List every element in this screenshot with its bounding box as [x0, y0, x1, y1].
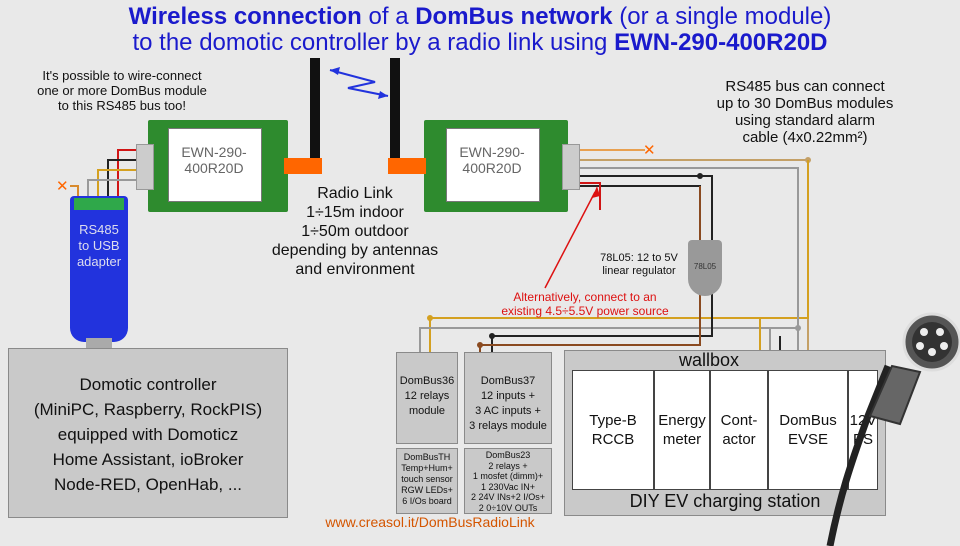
left-antenna — [310, 58, 320, 170]
controller-label: Domotic controller(MiniPC, Raspberry, Ro… — [33, 375, 263, 494]
wallbox-cell-dombus-evse: DomBus EVSE — [768, 370, 848, 490]
right-antenna-base — [388, 158, 426, 174]
wallbox-cell-rccb: Type-B RCCB — [572, 370, 654, 490]
title-line1: Wireless connection of a DomBus network … — [128, 3, 832, 30]
radio-signal-arrow — [329, 69, 389, 97]
dombusth-module — [396, 448, 458, 514]
wallbox-cell-contactor: Cont- actor — [710, 370, 768, 490]
power-arrow — [544, 191, 596, 289]
right-module-shield — [446, 128, 540, 202]
wallbox-footer: DIY EV charging station — [629, 491, 821, 511]
left-module-connector — [136, 144, 154, 190]
usb-plug — [86, 338, 112, 350]
ev-plug-illustration — [826, 312, 960, 546]
left-antenna-base — [284, 158, 322, 174]
regulator-mark: 78L05 — [693, 262, 717, 271]
left-cut-mark: ✕ — [56, 178, 69, 195]
right-module-connector — [562, 144, 580, 190]
left-module-label: EWN-290-400R20D — [181, 144, 247, 176]
svg-text:✕: ✕ — [643, 142, 656, 159]
source-url[interactable]: www.creasol.it/DomBusRadioLink — [325, 514, 535, 530]
left-module-shield — [168, 128, 262, 202]
title-line2: to the domotic controller by a radio lin… — [132, 29, 828, 56]
dombus37-module — [464, 352, 552, 444]
left-wires — [70, 149, 138, 198]
usb-adapter-terminal — [74, 198, 124, 210]
wallbox-title: wallbox — [678, 350, 740, 370]
domotic-controller — [8, 348, 288, 518]
dombus36-module — [396, 352, 458, 444]
voltage-regulator — [688, 240, 722, 296]
right-module-label: EWN-290-400R20D — [459, 144, 525, 176]
wallbox-cell-energy-meter: Energy meter — [654, 370, 710, 490]
right-antenna — [390, 58, 400, 170]
dombus23-module — [464, 448, 552, 514]
diagram-title: Wireless connection of a DomBus network … — [0, 4, 960, 56]
usb-adapter — [70, 196, 128, 342]
